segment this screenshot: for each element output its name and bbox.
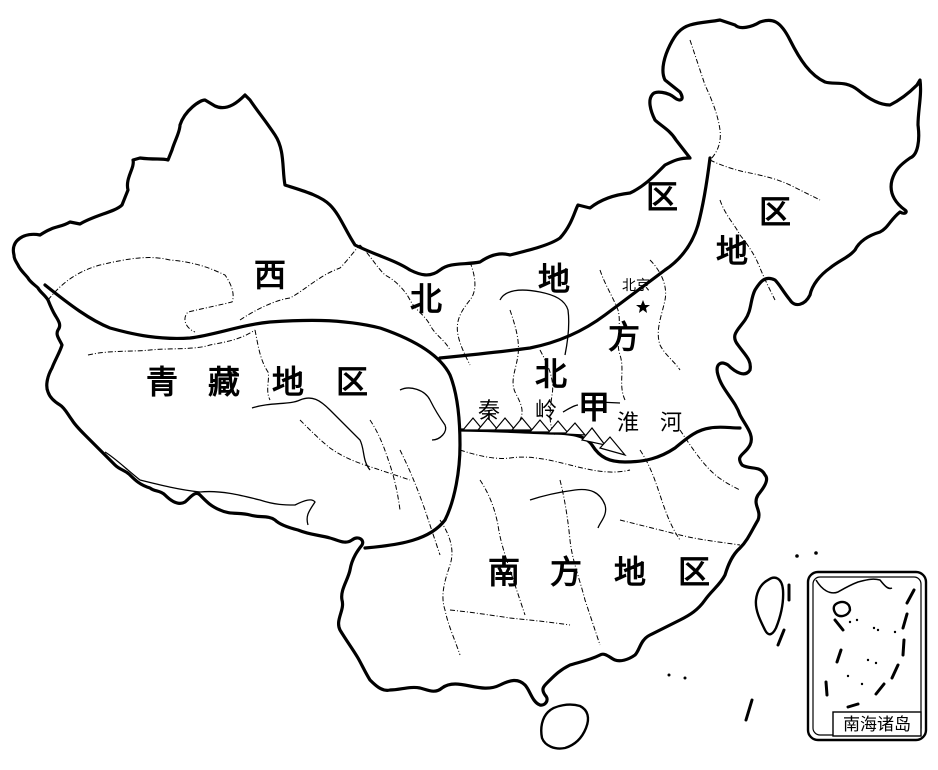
inner-river	[104, 451, 316, 526]
nw-char-4: 区	[646, 178, 678, 216]
hainan-island	[540, 703, 590, 750]
inner-boundary-2	[399, 387, 447, 441]
northwest-qinghai-tibet-divider	[43, 283, 462, 550]
country-outline	[11, 18, 923, 707]
province-borders	[47, 39, 821, 656]
inset-label: 南海诸岛	[843, 715, 911, 735]
nw-char-2: 北	[410, 280, 442, 318]
qt-char-4: 区	[336, 363, 368, 401]
n-char-1: 北	[535, 355, 567, 393]
qinling-mountains	[461, 417, 627, 457]
qinling-label-2: 岭	[535, 399, 557, 424]
inner-boundary	[251, 397, 371, 471]
nw-char-3: 地	[538, 260, 570, 298]
north-region-label: 区 地 方 北	[535, 193, 791, 393]
jia-marker-label: 甲	[578, 388, 610, 426]
huaihe-label-1: 淮	[617, 411, 639, 436]
s-char-3: 地	[614, 553, 646, 591]
beijing-star-icon	[636, 300, 650, 313]
south-region-label: 南 方 地 区	[488, 553, 710, 591]
taiwan-island	[754, 576, 785, 636]
s-char-1: 南	[488, 553, 520, 591]
south-china-sea-inset: 南海诸岛	[806, 570, 928, 742]
qt-char-1: 青	[146, 363, 178, 401]
n-char-4: 区	[759, 193, 791, 231]
northwest-region-label: 西 北 地 区	[254, 178, 678, 318]
huaihe-label-2: 河	[660, 411, 682, 436]
qt-char-3: 地	[272, 363, 304, 401]
nw-char-1: 西	[254, 256, 286, 294]
qt-char-2: 藏	[208, 363, 240, 401]
northwest-north-divider	[438, 156, 712, 360]
yangtze-lake	[529, 488, 607, 529]
s-char-4: 区	[678, 553, 710, 591]
qinling-label-1: 秦	[478, 399, 500, 424]
jia-pointer-2	[597, 401, 621, 404]
beijing-label: 北京	[622, 278, 650, 294]
n-char-3: 地	[716, 232, 748, 270]
jia-pointer	[562, 404, 579, 413]
inner-boundary-3	[499, 289, 570, 356]
qinghai-tibet-region-label: 青 藏 地 区	[146, 363, 368, 401]
s-char-2: 方	[550, 553, 582, 591]
qinling-huaihe-line	[458, 425, 742, 464]
n-char-2: 方	[608, 318, 640, 356]
